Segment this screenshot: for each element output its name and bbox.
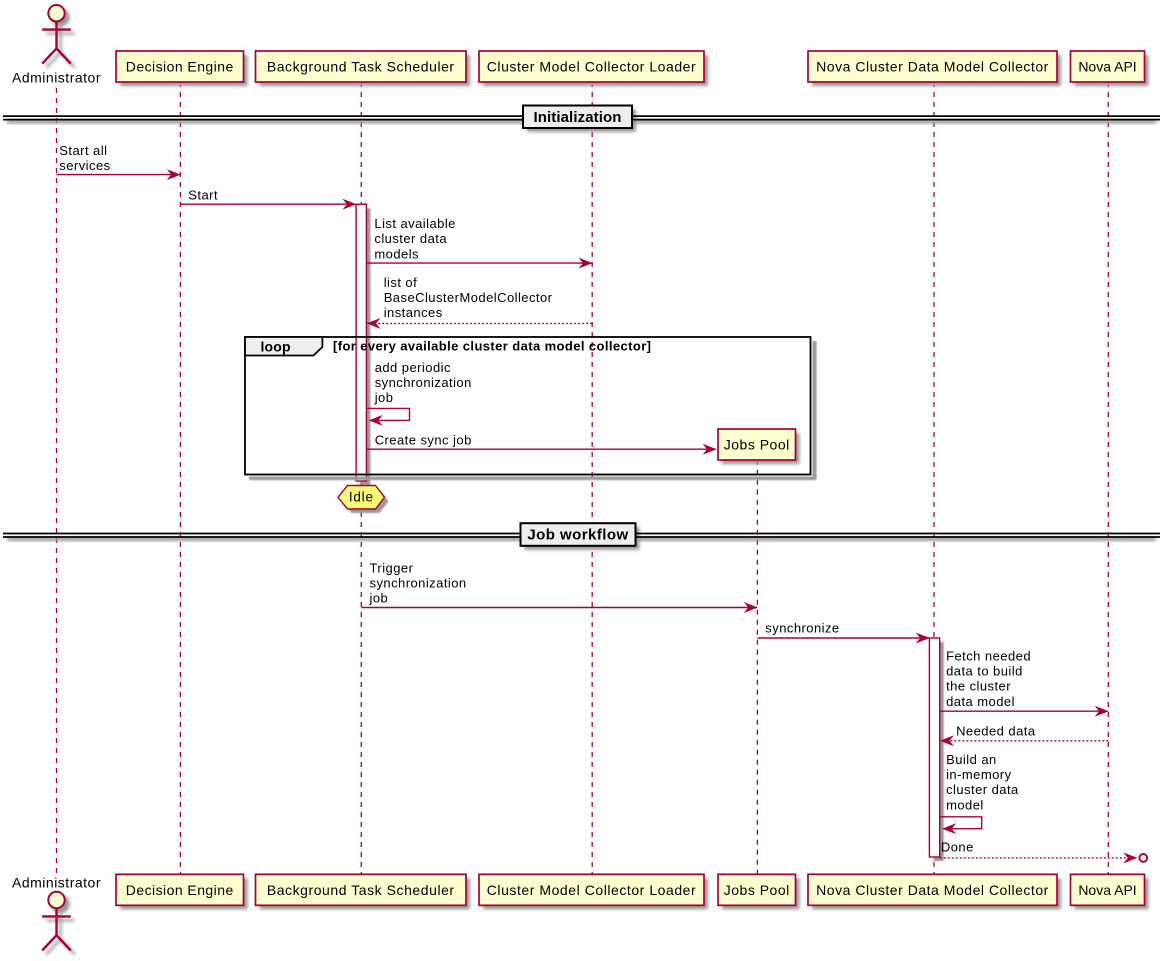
- svg-text:Nova API: Nova API: [1078, 882, 1136, 898]
- svg-text:Nova Cluster Data Model Collec: Nova Cluster Data Model Collector: [816, 882, 1049, 898]
- svg-text:Nova Cluster Data Model Collec: Nova Cluster Data Model Collector: [816, 59, 1049, 75]
- svg-text:Decision Engine: Decision Engine: [126, 882, 234, 898]
- svg-text:Idle: Idle: [349, 490, 374, 505]
- svg-text:Background Task Scheduler: Background Task Scheduler: [267, 59, 455, 75]
- svg-text:data model: data model: [946, 694, 1015, 709]
- svg-text:[for every available cluster d: [for every available cluster data model …: [333, 338, 651, 353]
- svg-text:cluster data: cluster data: [946, 782, 1019, 797]
- svg-text:Cluster Model Collector Loader: Cluster Model Collector Loader: [487, 59, 696, 75]
- svg-text:Jobs Pool: Jobs Pool: [724, 882, 790, 898]
- svg-text:synchronization: synchronization: [375, 375, 472, 390]
- svg-text:services: services: [59, 158, 110, 173]
- svg-text:loop: loop: [261, 339, 291, 355]
- svg-text:Done: Done: [941, 840, 974, 855]
- svg-text:synchronization: synchronization: [370, 576, 467, 591]
- svg-text:Background Task Scheduler: Background Task Scheduler: [267, 882, 455, 898]
- svg-text:Nova API: Nova API: [1078, 59, 1136, 75]
- svg-text:synchronize: synchronize: [765, 621, 839, 636]
- svg-text:Fetch needed: Fetch needed: [946, 649, 1031, 664]
- svg-text:in-memory: in-memory: [946, 767, 1011, 782]
- svg-text:Administrator: Administrator: [12, 875, 101, 891]
- svg-text:Needed data: Needed data: [956, 723, 1036, 738]
- svg-text:model: model: [946, 797, 984, 812]
- svg-text:Decision Engine: Decision Engine: [126, 59, 234, 75]
- svg-text:instances: instances: [384, 305, 443, 320]
- svg-text:data to build: data to build: [946, 664, 1023, 679]
- svg-text:Administrator: Administrator: [12, 69, 101, 85]
- svg-text:list of: list of: [384, 275, 418, 290]
- svg-text:Create sync job: Create sync job: [375, 432, 472, 447]
- svg-text:Start all: Start all: [59, 143, 107, 158]
- svg-text:Trigger: Trigger: [370, 560, 414, 575]
- svg-text:Initialization: Initialization: [533, 109, 621, 126]
- svg-text:Job workflow: Job workflow: [527, 527, 628, 544]
- svg-text:List available: List available: [374, 216, 455, 231]
- svg-text:cluster data: cluster data: [374, 231, 447, 246]
- svg-text:add periodic: add periodic: [375, 360, 451, 375]
- svg-text:Cluster Model Collector Loader: Cluster Model Collector Loader: [487, 882, 696, 898]
- svg-text:job: job: [369, 591, 389, 606]
- svg-text:models: models: [374, 246, 419, 261]
- svg-text:job: job: [374, 390, 394, 405]
- svg-text:Build an: Build an: [946, 752, 997, 767]
- svg-text:Start: Start: [188, 187, 218, 202]
- svg-text:Jobs Pool: Jobs Pool: [724, 437, 790, 453]
- svg-text:the cluster: the cluster: [946, 679, 1011, 694]
- svg-text:BaseClusterModelCollector: BaseClusterModelCollector: [384, 290, 553, 305]
